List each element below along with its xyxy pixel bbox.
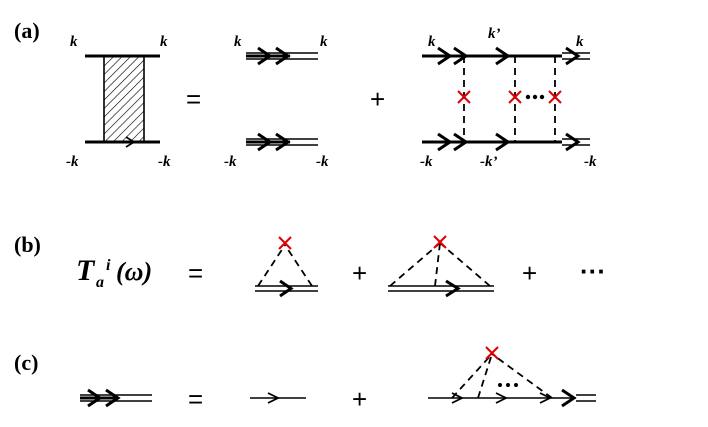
ladder-top-arrow-icon [495,46,511,66]
plus-sign: + [370,84,385,114]
ellipsis-dots [498,383,518,387]
momentum-k-label: k [160,34,168,50]
equals-sign: = [188,384,203,414]
impurity-line [284,244,313,287]
impurity-line [477,353,493,399]
impurity-line [434,242,441,287]
panel-c-label: (c) [14,350,38,375]
equals-sign: = [186,84,201,114]
impurity-line [451,353,493,399]
panel-b: (b) T a i (ω) = + [14,232,606,298]
t-subscript: a [96,274,104,291]
ladder-bottom-arrow-icon [565,132,581,152]
ellipsis: ··· [580,256,606,286]
momentum-neg-k-label: -k [316,154,329,170]
momentum-neg-k-prime-label: -k’ [480,154,498,170]
hatched-vertex-rect [103,55,145,143]
momentum-k-label: k [576,34,584,50]
ellipsis-dots [525,94,545,100]
impurity-line [439,242,491,287]
double-arrow-icon [257,132,273,152]
ladder-diagram [422,46,590,152]
double-arrow-icon [257,46,273,66]
ladder-bottom-arrow-icon [437,132,453,152]
ladder-top-arrow-icon [437,46,453,66]
impurity-line [389,242,441,287]
momentum-neg-k-label: -k [420,154,433,170]
double-scattering-diagram [388,235,494,298]
momentum-k-label: k [70,34,78,50]
t-argument: (ω) [116,257,152,286]
ladder-top-arrow-icon [453,46,469,66]
panel-a: (a) k k -k -k = k k -k -k + [14,18,597,170]
impurity-cross-icon [548,90,562,104]
double-arrow-icon [275,132,291,152]
t-superscript: i [106,257,111,274]
panel-c: (c) = + [14,346,596,414]
bare-propagator [250,392,306,404]
momentum-k-label: k [428,34,436,50]
impurity-cross-icon [278,236,292,250]
momentum-neg-k-label: -k [224,154,237,170]
arrow-icon [539,392,553,404]
momentum-neg-k-label: -k [584,154,597,170]
momentum-k-label: k [320,34,328,50]
impurity-cross-icon [508,90,522,104]
impurity-cross-icon [485,346,499,360]
double-arrow-icon [275,46,291,66]
box-bottom-arrow [125,136,136,148]
plus-sign: + [352,384,367,414]
dressed-propagator [80,388,152,408]
panel-a-label: (a) [14,18,40,43]
arrow-icon [279,279,294,298]
self-energy-diagram [428,346,596,408]
vertex-box [85,54,160,148]
impurity-line [257,244,286,287]
double-arrow-icon [105,388,121,408]
momentum-neg-k-label: -k [66,154,79,170]
arrow-icon [445,279,461,298]
ladder-bottom-arrow-icon [495,132,511,152]
plus-sign: + [352,258,367,288]
equals-sign: = [188,258,203,288]
momentum-k-label: k [234,34,242,50]
ladder-bottom-arrow-icon [453,132,469,152]
double-arrow-icon [87,388,103,408]
impurity-cross-icon [433,235,447,249]
plus-sign: + [522,258,537,288]
momentum-k-prime-label: k’ [488,26,501,42]
impurity-cross-icon [457,90,471,104]
panel-b-label: (b) [14,232,41,257]
free-pair-propagators [246,46,318,152]
arrow-icon [495,392,509,404]
t-symbol: T [76,254,96,287]
double-arrow-icon [561,388,577,408]
arrow-icon [267,392,281,404]
ladder-top-arrow-icon [565,46,581,66]
impurity-line [491,353,553,399]
momentum-neg-k-label: -k [158,154,171,170]
single-scattering-diagram [255,236,318,298]
t-matrix-symbol: T a i (ω) [76,254,152,291]
